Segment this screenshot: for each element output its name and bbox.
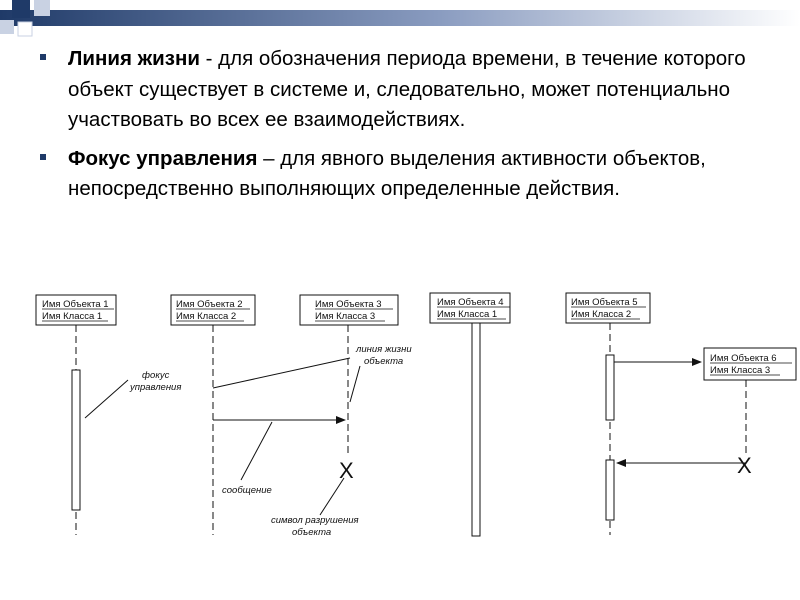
object-class-4: Имя Класса 1 xyxy=(437,309,497,320)
annotation-lifeline-line1: линия жизни xyxy=(355,344,412,355)
bullet-description: - для обозначения периода времени, в теч… xyxy=(68,47,746,131)
object-box-3 xyxy=(299,294,399,326)
bullet-item-lifeline: Линия жизни - для обозначения периода вр… xyxy=(36,44,776,136)
object-name-5: Имя Объекта 5 xyxy=(571,297,638,308)
focus-of-control-5b xyxy=(605,459,615,521)
object-name-4: Имя Объекта 4 xyxy=(437,297,504,308)
bullet-description: – для явного выделения активности объект… xyxy=(68,146,706,201)
object-box-2 xyxy=(170,294,256,326)
bullet-list: Линия жизни - для обозначения периода вр… xyxy=(36,44,776,213)
decor-square-light xyxy=(0,20,14,34)
annotation-message: сообщение xyxy=(222,485,272,496)
object-class-1: Имя Класса 1 xyxy=(42,311,102,322)
decor-square-outline xyxy=(17,21,33,37)
bullet-term: Фокус управления xyxy=(68,146,258,170)
object-class-5: Имя Класса 2 xyxy=(571,309,631,320)
annotation-destroy-line1: символ разрушения xyxy=(271,515,359,526)
bullet-text: Линия жизни - для обозначения периода вр… xyxy=(68,44,776,136)
object-name-3: Имя Объекта 3 xyxy=(315,299,382,310)
leader-line-destroy xyxy=(319,477,345,516)
focus-of-control-1 xyxy=(71,369,81,511)
object-box-4 xyxy=(429,292,511,324)
object-name-2: Имя Объекта 2 xyxy=(176,299,243,310)
bullet-term: Линия жизни xyxy=(68,47,200,70)
bullet-marker xyxy=(40,153,46,160)
bullet-marker xyxy=(40,54,46,60)
annotation-destroy-line2: объекта xyxy=(292,527,331,538)
object-name-1: Имя Объекта 1 xyxy=(42,299,109,310)
leader-line-focus xyxy=(84,379,129,419)
annotation-focus-line2: управления xyxy=(129,382,181,393)
object-name-6: Имя Объекта 6 xyxy=(710,353,777,364)
destroy-symbol-6: X xyxy=(737,453,752,478)
title-decoration-bar xyxy=(0,0,800,37)
leader-line-message xyxy=(240,421,273,481)
decor-square-dark xyxy=(12,0,30,18)
object-box-5 xyxy=(565,292,651,324)
annotation-lifeline-line2: объекта xyxy=(364,356,403,367)
decor-square-light xyxy=(34,0,50,16)
object-class-3: Имя Класса 3 xyxy=(315,311,375,322)
object-class-6: Имя Класса 3 xyxy=(710,365,770,376)
object-class-2: Имя Класса 2 xyxy=(176,311,236,322)
annotation-focus-line1: фокус xyxy=(142,370,170,381)
focus-of-control-4 xyxy=(471,322,481,537)
bullet-item-focus: Фокус управления – для явного выделения … xyxy=(36,144,776,205)
focus-of-control-5a xyxy=(605,354,615,421)
leader-line-lifeline-b xyxy=(349,365,361,403)
destroy-symbol-3: X xyxy=(339,458,354,483)
bullet-text: Фокус управления – для явного выделения … xyxy=(68,144,776,205)
leader-line-lifeline-a xyxy=(212,357,351,389)
